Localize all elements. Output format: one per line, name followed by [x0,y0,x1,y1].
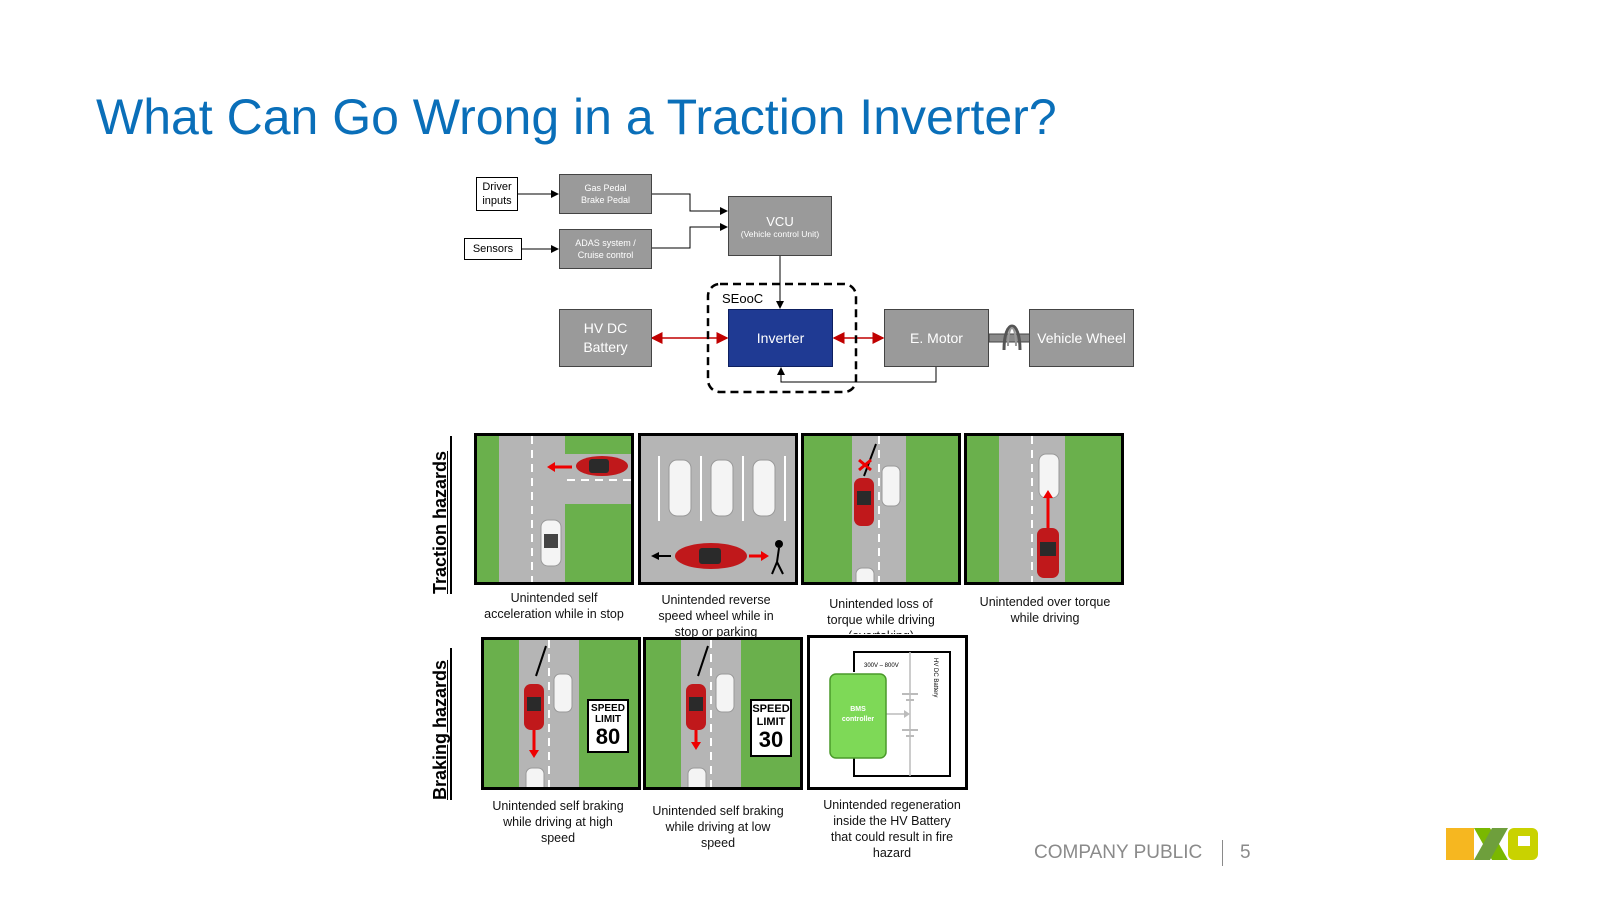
bms-label-2: controller [841,716,875,723]
classification-label: COMPANY PUBLIC [1034,842,1203,863]
seooc-label: SEooC [722,291,764,306]
gas-pedal-label: Gas Pedal [584,183,627,193]
voltage-label: 300V – 800V [864,663,899,669]
speed-sign-mid-2: LIMIT [756,716,786,728]
cruise-label: Cruise control [577,250,634,260]
speed-sign-top-1: SPEED [591,703,625,714]
battery-box: HV DC Battery [559,309,652,367]
sensors-label: Sensors [472,243,514,255]
sensors-box: Sensors [464,238,522,260]
speed-limit-30: 30 [758,727,784,752]
battery-label-2: Battery [583,339,628,355]
wheel-label: Vehicle Wheel [1037,330,1126,346]
hazard-panel-over-torque [964,433,1124,585]
adas-box: ADAS system / Cruise control [559,229,652,269]
vcu-sub-label: (Vehicle control Unit) [740,228,820,239]
battery-label-1: HV DC [583,320,628,336]
inverter-label: Inverter [756,330,805,346]
bms-label-1: BMS [850,706,866,713]
nxp-logo [1444,826,1540,862]
brake-pedal-label: Brake Pedal [580,195,631,205]
caption-traction-4: Unintended over torque while driving [979,595,1111,625]
page-title: What Can Go Wrong in a Traction Inverter… [96,89,1057,145]
vcu-box: VCU (Vehicle control Unit) [728,196,832,256]
caption-braking-2: Unintended self braking while driving at… [652,804,784,850]
traction-underline-bar [450,436,452,594]
caption-traction-3: Unintended loss of torque while driving … [827,597,935,634]
hazard-panel-braking-low-speed: SPEED LIMIT 30 [643,637,803,790]
driver-inputs-label: Driver inputs [482,181,512,207]
caption-braking-1: Unintended self braking while driving at… [492,799,624,845]
driver-inputs-box: Driver inputs [476,177,518,211]
speed-sign-top-2: SPEED [752,703,790,715]
wheel-box: Vehicle Wheel [1029,309,1134,367]
traction-hazards-label: Traction hazards [430,450,450,594]
hazard-panel-regeneration: 300V – 800V HV DC Battery BMS controller [807,635,968,790]
hazard-panel-braking-high-speed: SPEED LIMIT 80 [481,637,641,790]
adas-label: ADAS system / [575,238,636,248]
vcu-label: VCU [766,213,794,229]
battery-side-label: HV DC Battery [932,658,938,698]
speed-limit-80: 80 [595,724,621,749]
hazard-panel-self-acceleration [474,433,634,585]
caption-traction-2: Unintended reverse speed wheel while in … [658,593,774,639]
braking-hazards-label: Braking hazards [430,659,450,800]
caption-traction-1: Unintended self acceleration while in st… [484,591,624,621]
footer-divider [1222,840,1223,866]
braking-underline-bar [450,648,452,800]
motor-label: E. Motor [910,330,963,346]
page-number: 5 [1240,842,1251,863]
inverter-box: Inverter [728,309,833,367]
hazard-panel-loss-of-torque [801,433,961,585]
hazard-panel-reverse-speed [638,433,798,585]
motor-box: E. Motor [884,309,989,367]
pedal-box: Gas Pedal Brake Pedal [559,174,652,214]
caption-braking-3: Unintended regeneration inside the HV Ba… [823,798,961,860]
speed-sign-mid-1: LIMIT [594,714,622,725]
